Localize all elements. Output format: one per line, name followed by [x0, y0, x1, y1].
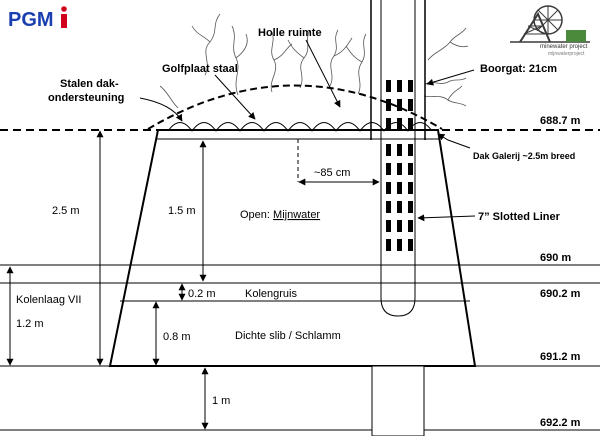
label-stalen-dak-1: Stalen dak-	[60, 78, 119, 90]
svg-text:PGM: PGM	[8, 9, 54, 31]
project-logo-line2: mijnwaterproject	[548, 51, 585, 57]
elev-688-7: 688.7 m	[540, 115, 581, 127]
elev-692-2: 692.2 m	[540, 417, 581, 429]
dim-slib-height: 0.8 m	[163, 331, 191, 343]
label-kolengruis: Kolengruis	[245, 288, 297, 300]
elev-690-2: 690.2 m	[540, 288, 581, 300]
elev-691-2: 691.2 m	[540, 351, 581, 363]
lower-pillar	[371, 365, 425, 436]
dim-total-height: 2.5 m	[52, 205, 80, 217]
dim-kolengruis-height: 0.2 m	[188, 288, 216, 300]
offset-label: ~85 cm	[314, 167, 350, 179]
mine-headframe-icon	[510, 5, 590, 43]
elev-690: 690 m	[540, 252, 571, 264]
label-boorgat: Boorgat: 21cm	[480, 63, 557, 75]
dim-kolenlaag-height: 1.2 m	[16, 318, 44, 330]
project-logo-line1: minewater project	[540, 44, 588, 50]
label-stalen-dak-2: ondersteuning	[48, 92, 124, 104]
label-golfplaat: Golfplaat staal	[162, 63, 238, 75]
label-slotted-liner: 7” Slotted Liner	[478, 211, 561, 223]
project-logo: minewater project mijnwaterproject	[510, 5, 590, 57]
dimension-arrows	[6, 130, 209, 430]
leader-arrows	[139, 39, 476, 222]
label-dichte-slib: Dichte slib / Schlamm	[235, 330, 341, 342]
logo-accent-dot	[61, 6, 67, 12]
label-holle-ruimte: Holle ruimte	[258, 27, 322, 39]
label-dak-galerij: Dak Galerij ~2.5m breed	[473, 151, 575, 161]
pgm-logo: PGM	[8, 6, 67, 31]
label-kolenlaag: Kolenlaag VII	[16, 294, 81, 306]
cavity-arch	[147, 84, 443, 130]
borehole	[370, 0, 426, 140]
dim-below-height: 1 m	[212, 395, 230, 407]
logo-accent-bar	[61, 14, 67, 28]
label-open: Open: Mijnwater	[240, 209, 320, 221]
dim-open-height: 1.5 m	[168, 205, 196, 217]
slotted-liner	[380, 80, 416, 317]
